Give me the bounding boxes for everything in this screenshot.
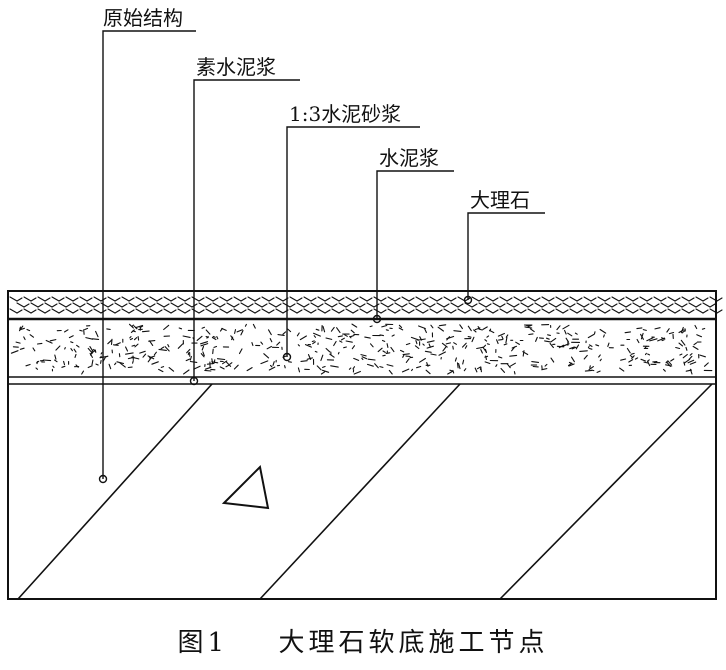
figure-title: 大理石软底施工节点 — [278, 628, 549, 658]
cement-mortar-layer — [10, 323, 713, 375]
leader-original-structure — [102, 30, 196, 479]
figure-number: 图1 — [177, 628, 228, 658]
original-structure-layer — [17, 383, 713, 600]
marble-layer — [8, 296, 723, 321]
label-plain-cement-slurry: 素水泥浆 — [196, 55, 276, 79]
concrete-triangle-symbol — [221, 464, 270, 510]
label-original-structure: 原始结构 — [103, 6, 183, 30]
leader-marble — [467, 212, 545, 300]
label-cement-slurry: 水泥浆 — [379, 146, 439, 170]
leader-cement-slurry — [376, 170, 454, 319]
plain-cement-slurry-layer — [8, 376, 716, 385]
section-outline — [7, 290, 717, 600]
marble-hatch-pattern — [9, 296, 723, 314]
label-marble: 大理石 — [470, 188, 530, 212]
leader-plain-cement-slurry — [193, 79, 300, 381]
mortar-speckle-pattern — [10, 323, 713, 375]
label-cement-mortar: 1:3水泥砂浆 — [289, 102, 402, 126]
leader-cement-mortar — [286, 126, 420, 357]
figure-caption: 图1 大理石软底施工节点 — [0, 622, 726, 659]
leader-lines — [98, 30, 545, 484]
